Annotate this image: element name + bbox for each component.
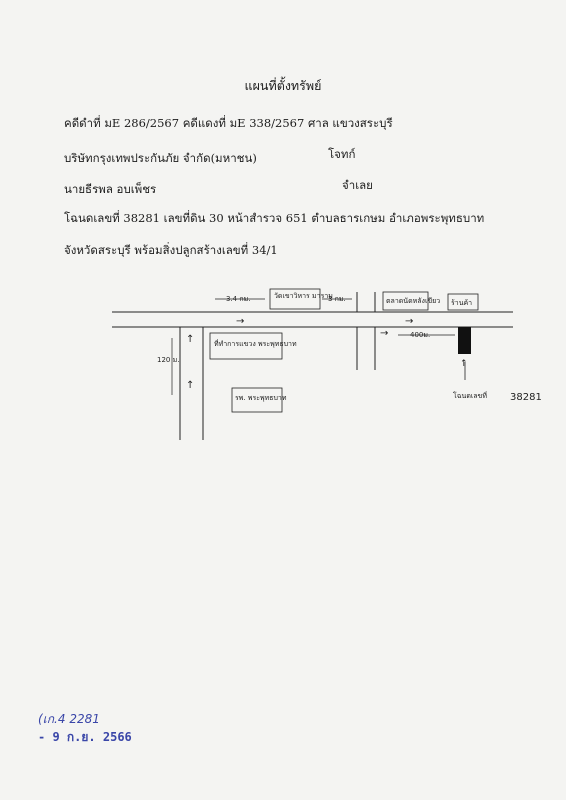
plaintiff-name: บริษัทกรุงเทพประกันภัย จำกัด(มหาชน): [64, 151, 257, 165]
pointer-arrow: ↑: [460, 359, 468, 369]
office-box: [209, 332, 283, 360]
dist-mid-label: 3 กม.: [328, 295, 346, 303]
arrow-right-2: →: [405, 316, 413, 327]
deed-line: โฉนดเลขที่ 38281 เลขที่ดิน 30 หน้าสำรวจ …: [64, 211, 485, 225]
property-block: [458, 327, 471, 354]
temple-box: [269, 288, 321, 310]
dist-400-label: 400ม.: [410, 331, 430, 339]
document-title: แผนที่ตั้งทรัพย์: [244, 78, 322, 93]
defendant-name: นายธีรพล อบเพ็ชร: [64, 182, 157, 196]
defendant-role: จำเลย: [342, 178, 373, 192]
shop-label: ร้านค้า: [451, 299, 472, 307]
lower-box: [231, 387, 283, 413]
shop-box: [447, 293, 479, 311]
arrow-up-1: ↑: [186, 334, 194, 345]
office-label: ที่ทำการแขวง พระพุทธบาท: [214, 339, 297, 348]
dist-left-label: 3.4 กม.: [226, 295, 250, 303]
arrow-right-1: →: [236, 316, 244, 327]
temple-label: วัดเขาวิหาร มาราม: [274, 292, 333, 300]
deed-number: 38281: [510, 392, 542, 403]
stamp-case-number: (เก.4 2281: [38, 712, 100, 726]
side-dist-label: 120 ม.: [157, 356, 179, 364]
case-line: คดีดำที่ มE 286/2567 คดีแดงที่ มE 338/25…: [64, 116, 393, 130]
plaintiff-role: โจทก์: [328, 147, 356, 161]
deed-label: โฉนดเลขที่: [453, 391, 487, 400]
arrow-up-2: ↑: [186, 380, 194, 391]
market-label: ตลาดนัดหลังเขียว: [386, 297, 440, 305]
stamp-date: - 9 ก.ย. 2566: [38, 730, 132, 744]
province-line: จังหวัดสระบุรี พร้อมสิ่งปลูกสร้างเลขที่ …: [64, 243, 278, 257]
market-box: [382, 291, 429, 311]
lower-box-label: รพ. พระพุทธบาท: [235, 394, 287, 402]
arrow-right-3: →: [380, 328, 388, 339]
location-map: 3.4 กม. วัดเขาวิหาร มาราม 3 กม. ตลาดนัดห…: [112, 288, 542, 440]
